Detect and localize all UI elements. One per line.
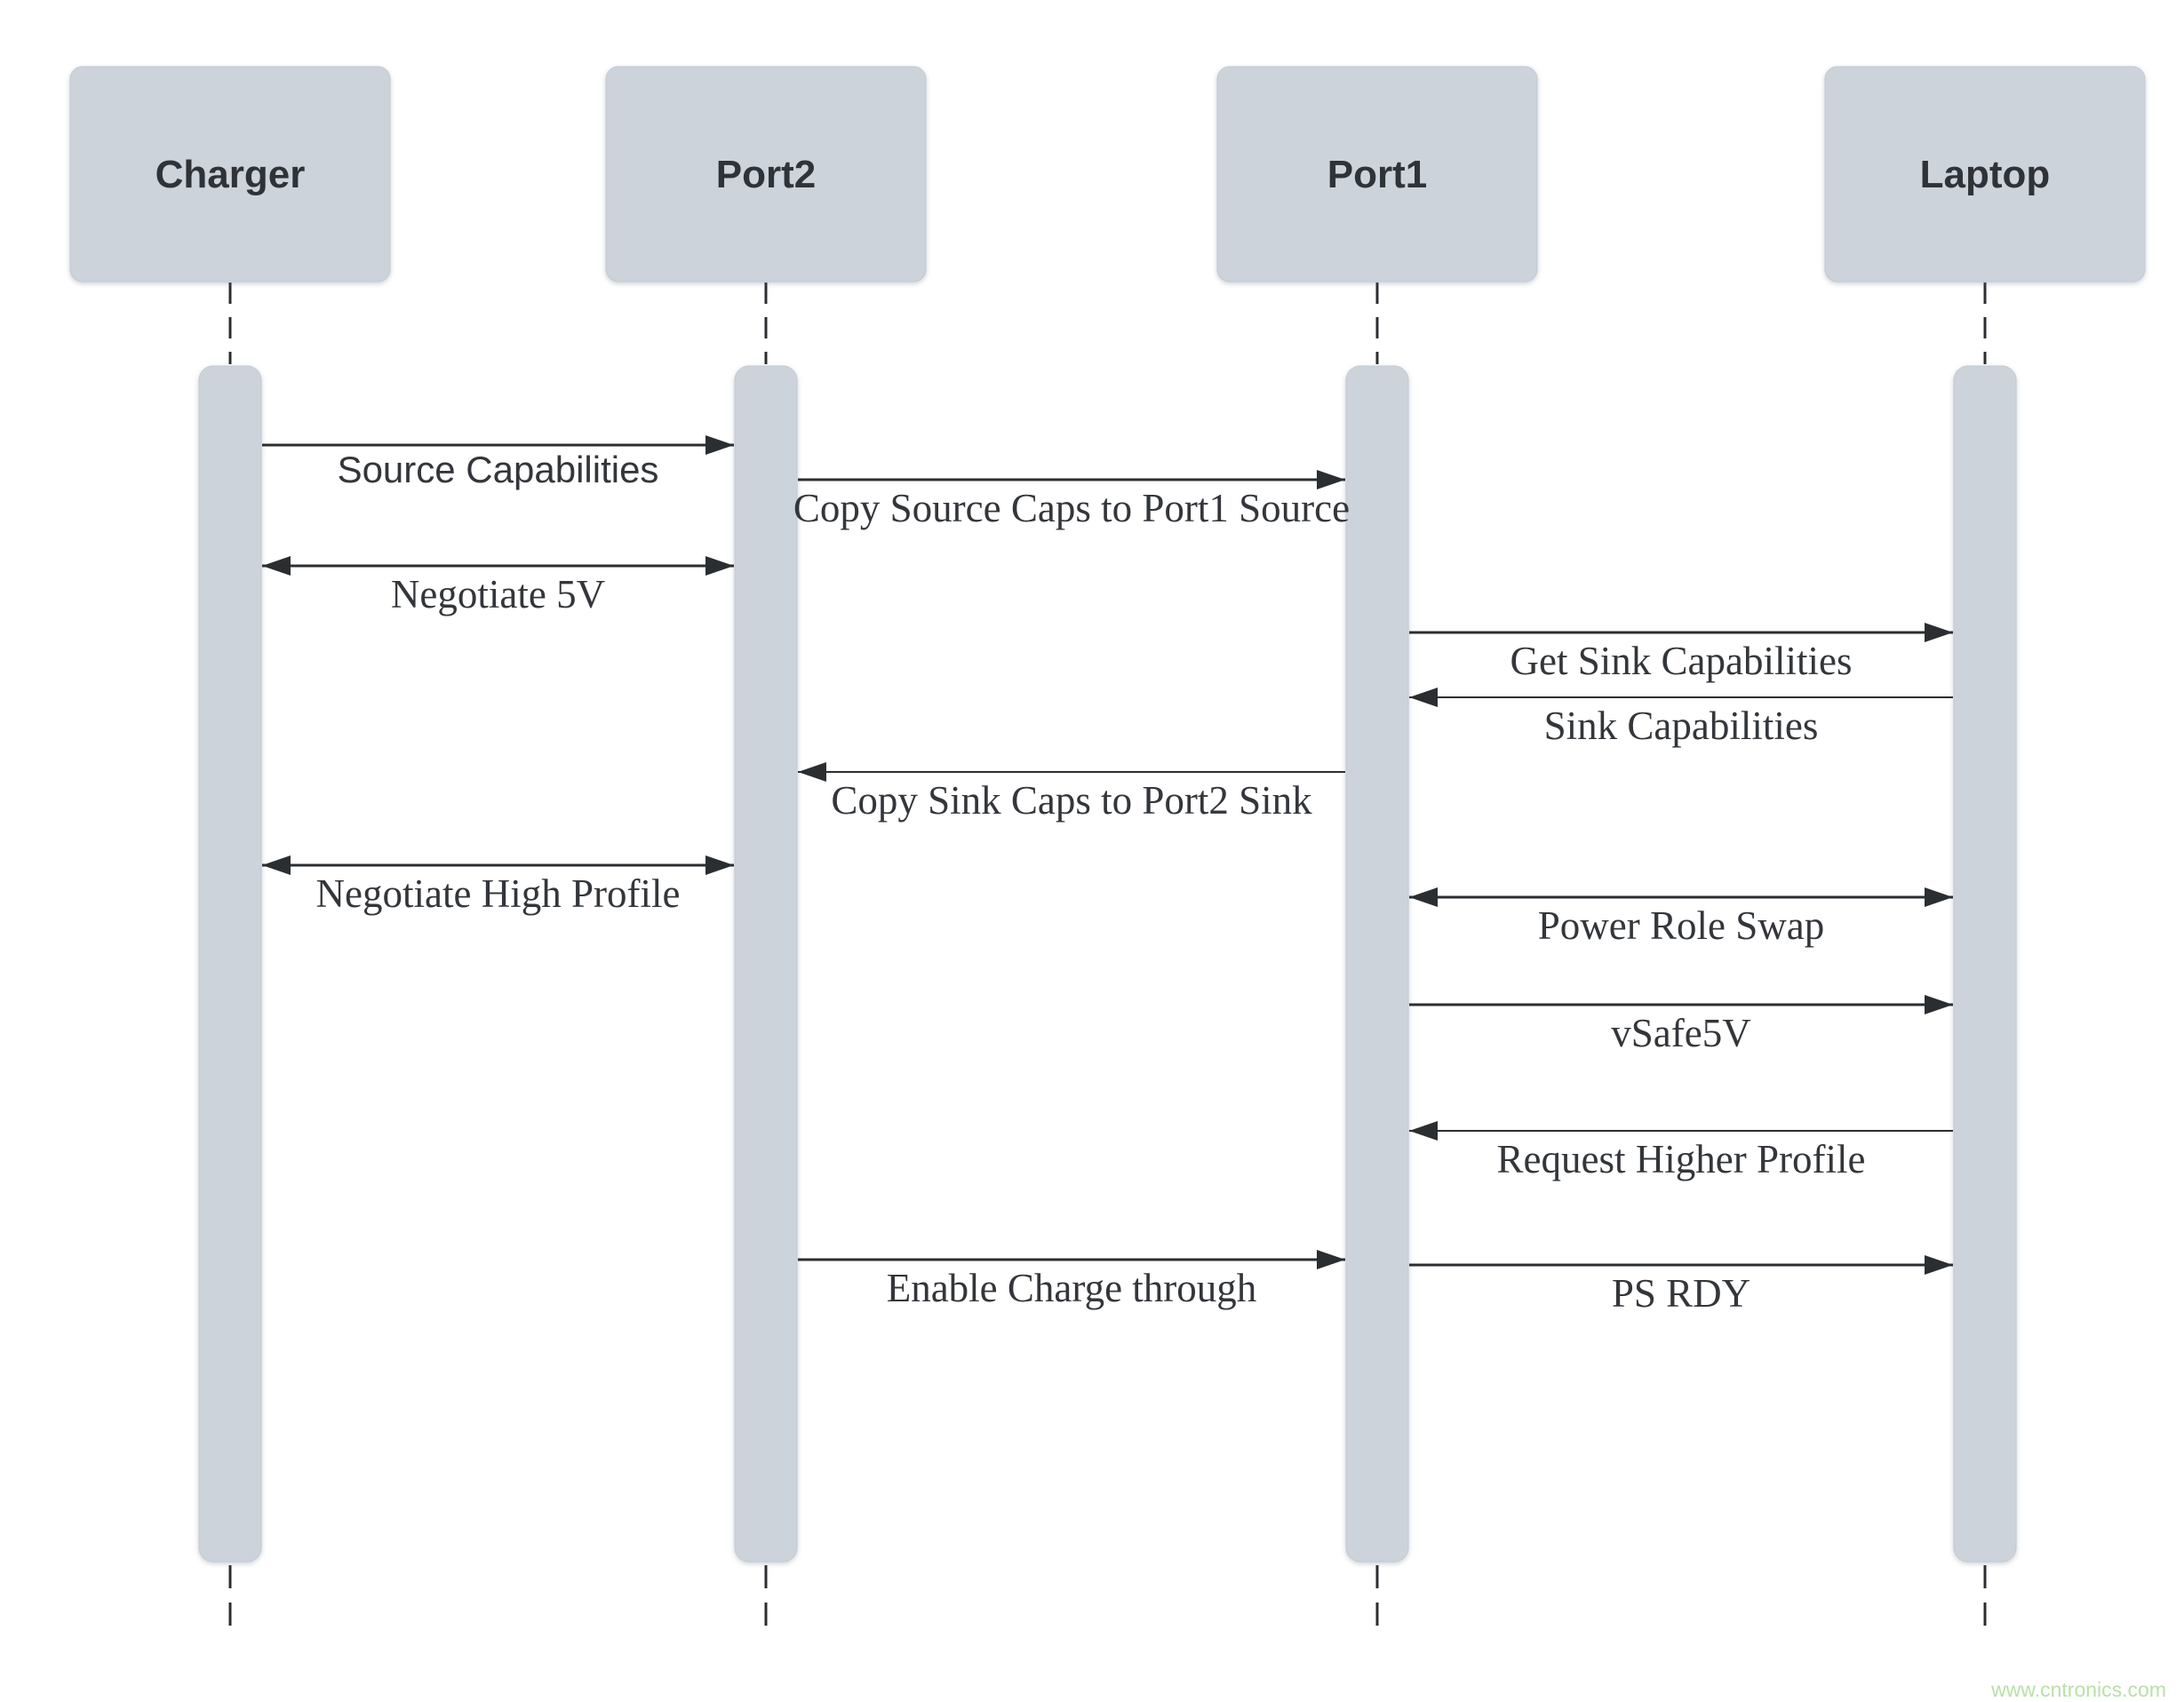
message-label-7: Power Role Swap bbox=[1538, 903, 1824, 948]
arrowhead-right-7 bbox=[1925, 887, 1953, 907]
arrowhead-right-11 bbox=[1925, 1255, 1953, 1275]
arrowhead-right-10 bbox=[1317, 1250, 1345, 1269]
arrowhead-left-9 bbox=[1409, 1121, 1438, 1141]
lifelines-layer bbox=[198, 282, 2017, 1634]
actor-box-port2 bbox=[605, 66, 927, 282]
arrowhead-right-0 bbox=[705, 435, 734, 455]
actor-label-charger: Charger bbox=[155, 153, 306, 196]
message-label-4: Sink Capabilities bbox=[1544, 704, 1819, 748]
message-label-2: Negotiate 5V bbox=[391, 572, 605, 616]
arrowhead-right-6 bbox=[705, 855, 734, 875]
watermark: www.cntronics.com bbox=[1990, 1678, 2166, 1701]
activation-bar-port2 bbox=[734, 365, 798, 1563]
activation-bar-charger bbox=[198, 365, 262, 1563]
actor-box-port1 bbox=[1216, 66, 1538, 282]
arrowhead-right-3 bbox=[1925, 623, 1953, 642]
message-label-8: vSafe5V bbox=[1611, 1011, 1750, 1055]
arrowhead-left-4 bbox=[1409, 688, 1438, 707]
arrowhead-left-5 bbox=[798, 762, 826, 782]
actor-label-port1: Port1 bbox=[1327, 153, 1427, 196]
message-label-11: PS RDY bbox=[1612, 1271, 1750, 1316]
actor-box-laptop bbox=[1824, 66, 2146, 282]
message-label-3: Get Sink Capabilities bbox=[1510, 639, 1853, 683]
arrowhead-left-2 bbox=[262, 556, 291, 576]
message-label-9: Request Higher Profile bbox=[1497, 1137, 1866, 1181]
message-label-1: Copy Source Caps to Port1 Source bbox=[793, 486, 1350, 530]
arrowhead-left-7 bbox=[1409, 887, 1438, 907]
message-label-0: Source Capabilities bbox=[338, 449, 659, 490]
actor-box-charger bbox=[69, 66, 391, 282]
arrowhead-right-1 bbox=[1317, 470, 1345, 489]
actor-label-laptop: Laptop bbox=[1920, 153, 2051, 196]
actors-layer: Charger Port2 Port1 Laptop bbox=[69, 66, 2146, 282]
message-label-6: Negotiate High Profile bbox=[316, 871, 681, 916]
arrowhead-right-2 bbox=[705, 556, 734, 576]
message-label-10: Enable Charge through bbox=[887, 1266, 1257, 1310]
arrowhead-right-8 bbox=[1925, 995, 1953, 1014]
actor-label-port2: Port2 bbox=[716, 153, 816, 196]
activation-bar-port1 bbox=[1345, 365, 1409, 1563]
arrowhead-left-6 bbox=[262, 855, 291, 875]
message-label-5: Copy Sink Caps to Port2 Sink bbox=[831, 778, 1312, 823]
activation-bar-laptop bbox=[1953, 365, 2017, 1563]
